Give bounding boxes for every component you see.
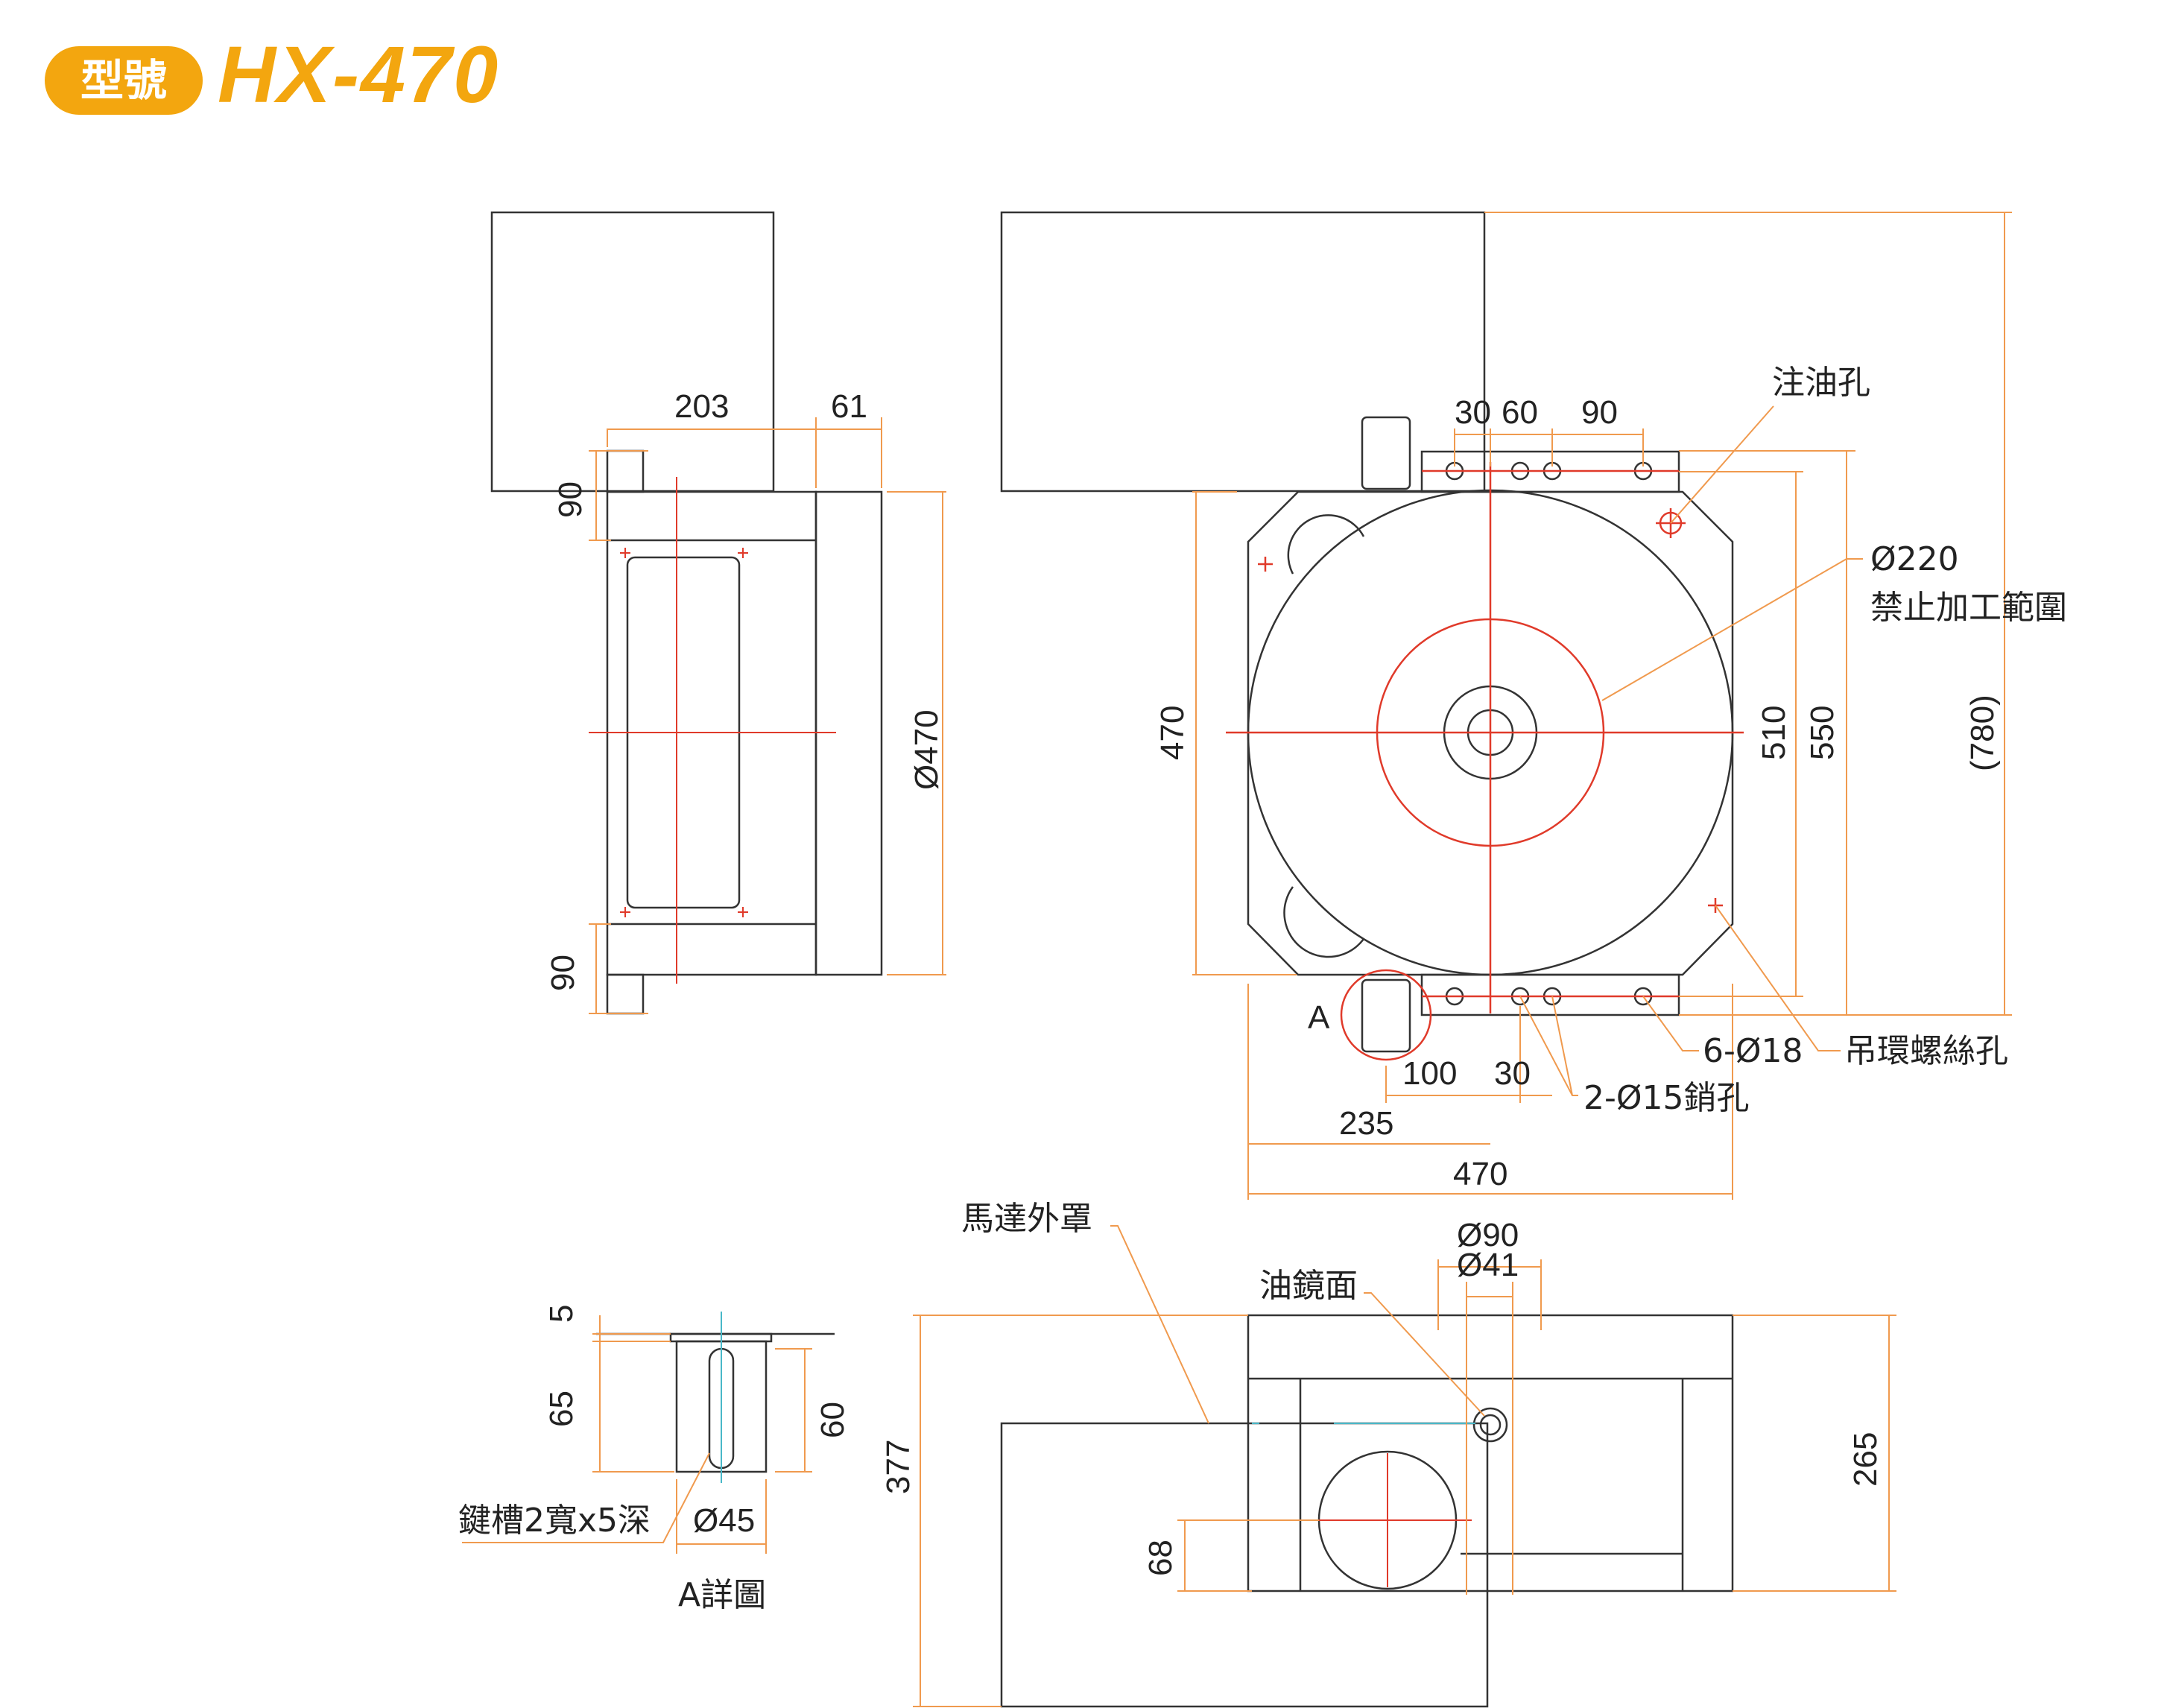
dim-bottom-90: 90 [545,955,581,991]
side-view [490,211,883,1015]
label-oil-mirror: 油鏡面 [1259,1267,1358,1305]
dim-377: 377 [880,1440,917,1494]
dim-265: 265 [1847,1432,1884,1487]
dim-60: 60 [814,1402,851,1438]
dim-30: 30 [1455,394,1491,431]
top-corner-bolt-upper [1287,514,1365,575]
header: 型號 HX-470 [0,0,2161,149]
dim-30b: 30 [1494,1055,1531,1092]
side-top-stub [606,449,645,493]
dim-510: 510 [1756,706,1792,760]
front-oil-mirror [1472,1407,1508,1443]
side-motor-block [490,211,775,493]
label-a: A [1308,999,1330,1036]
badge-label: 型號 [80,55,167,106]
dim-780: (780) [1964,695,2001,771]
top-view [1000,211,1734,1053]
side-view-center-lines [589,477,836,984]
label-dia-220: Ø220 [1870,540,1959,578]
top-view-dims [1192,212,2012,1200]
dim-470-left: 470 [1154,706,1191,760]
top-lower-rail [1420,973,1680,1016]
top-table-outline [1247,490,1734,976]
front-view [1000,1314,1734,1708]
dim-203: 203 [674,388,729,425]
dim-dia-470: Ø470 [908,709,945,790]
dim-90: 90 [1581,394,1618,431]
top-motor-block [1000,211,1486,493]
detail-a-view [596,1332,835,1473]
dim-60: 60 [1502,394,1538,431]
top-keyshaft-lower [1361,978,1411,1053]
label-detail-a-title: A詳圖 [678,1576,766,1614]
dim-68: 68 [1142,1540,1179,1576]
top-view-red [1226,462,1744,1061]
dim-550: 550 [1804,706,1841,760]
front-view-red [1319,1453,1472,1587]
dim-61: 61 [831,388,867,425]
dim-235: 235 [1339,1105,1393,1142]
dim-top-90: 90 [552,481,589,518]
label-oil-inlet: 注油孔 [1772,364,1870,402]
detail-a-circle [1340,969,1432,1061]
label-6-holes: 6-Ø18 [1703,1032,1803,1070]
top-corner-bolt-lower [1283,886,1365,958]
dim-100: 100 [1402,1055,1457,1092]
dim-65: 65 [543,1391,580,1427]
side-bottom-stub [606,973,645,1015]
model-number: HX-470 [218,29,500,119]
model-badge: 型號 [45,46,203,115]
label-pin-holes: 2-Ø15銷孔 [1583,1079,1750,1117]
label-motor-cover: 馬達外罩 [961,1200,1092,1238]
label-keyway: 鍵槽2寬x5深 [458,1502,651,1540]
front-view-dims [913,1225,1896,1707]
front-motor-cover [1000,1422,1489,1708]
top-keyshaft-upper [1361,416,1411,490]
dim-dia-45: Ø45 [693,1502,755,1539]
side-view-dims [589,417,946,1014]
dim-470-bottom: 470 [1453,1156,1507,1192]
front-table-body [1247,1314,1734,1592]
detail-a-dims [462,1315,812,1554]
dim-dia-41: Ø41 [1457,1247,1519,1283]
label-no-machining: 禁止加工範圍 [1870,589,2067,627]
dim-dia-90: Ø90 [1457,1217,1519,1253]
label-lifting-screw: 吊環螺絲孔 [1844,1032,2008,1070]
dim-5: 5 [543,1305,580,1323]
